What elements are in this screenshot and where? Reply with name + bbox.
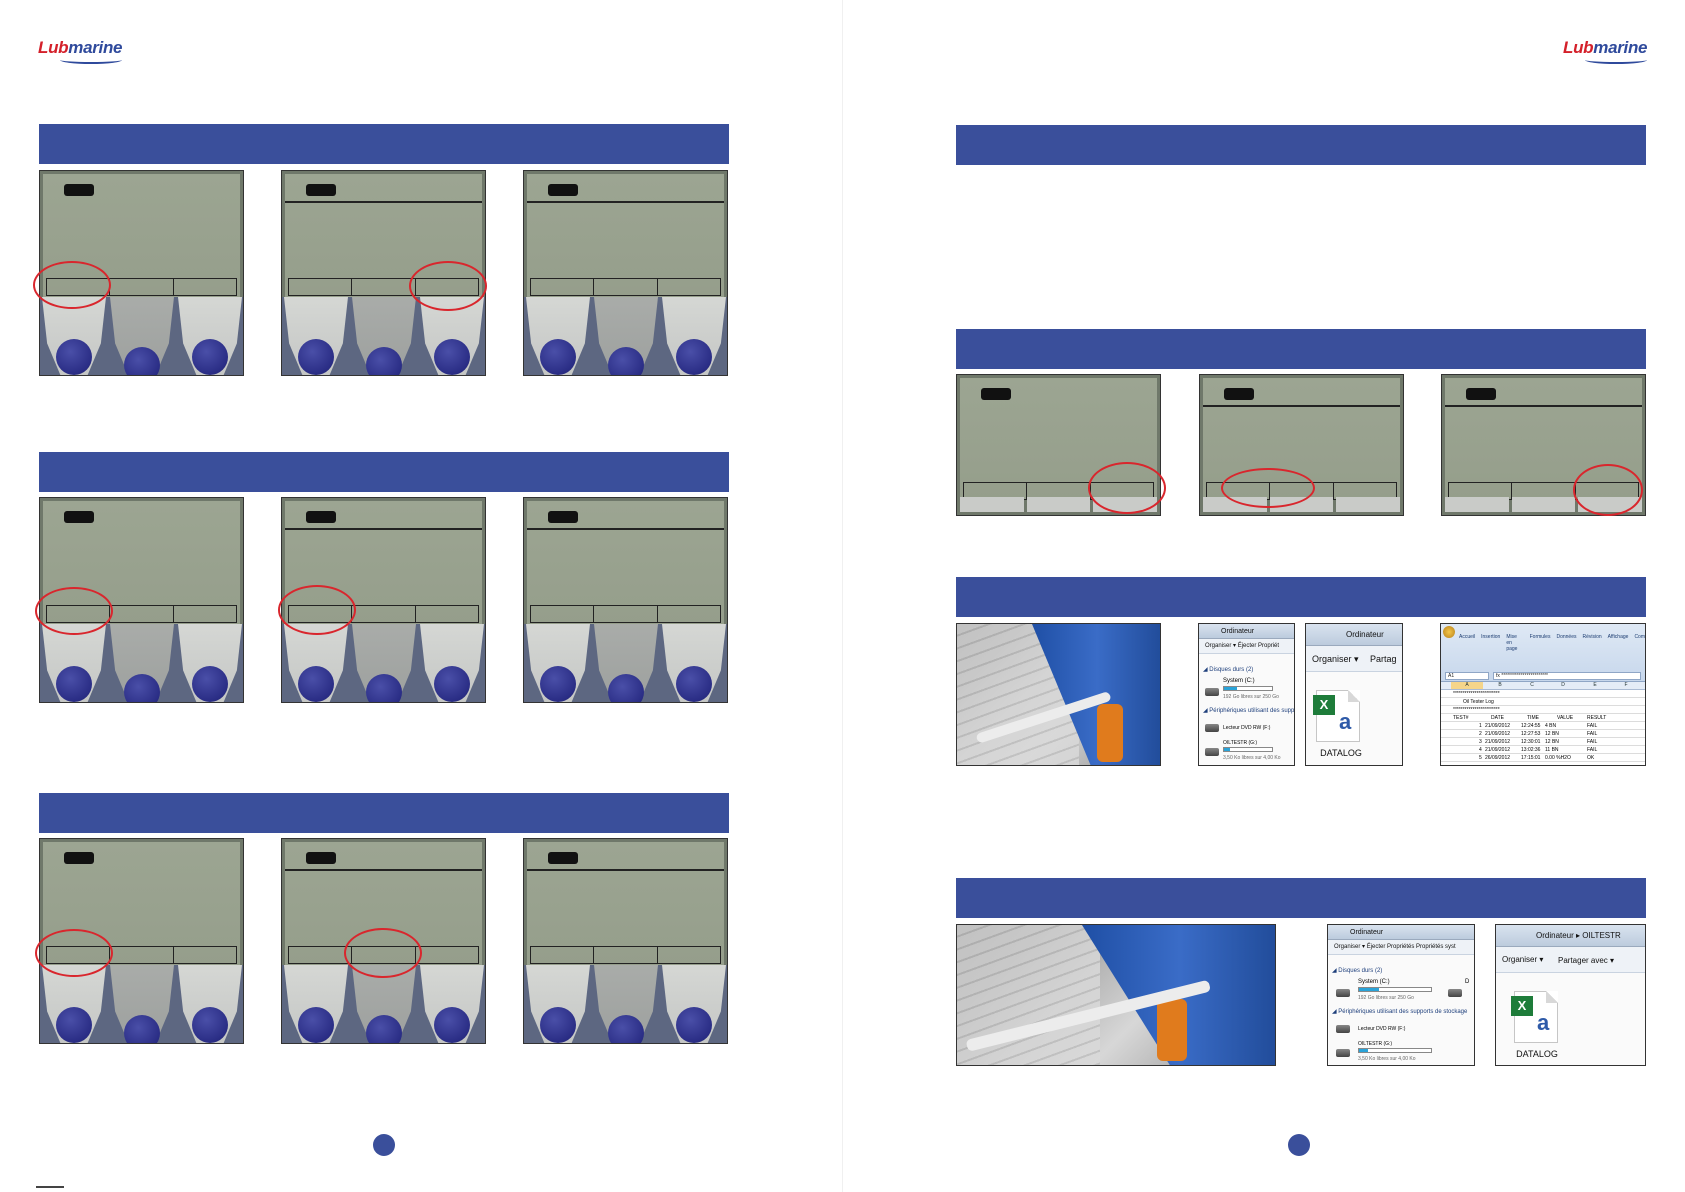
lcd-screen-1b [281,170,486,376]
left-page: Lubmarine [0,0,842,1192]
highlight-ring [1573,464,1643,516]
excel-file-icon[interactable]: X a [1511,991,1558,1043]
hard-drive-icon [1205,688,1219,696]
logo-swoosh [60,56,122,64]
explorer-window-wide: Ordinateur Organiser ▾ Éjecter Propriété… [1327,924,1475,1066]
dvd-drive-icon [1205,724,1219,732]
lcd-screen-r2a [956,374,1161,516]
second-drive-icon [1448,989,1462,997]
highlight-ring [35,587,113,635]
crop-mark [36,1186,64,1188]
usb-connection-photo [956,623,1161,766]
highlight-ring [344,928,422,978]
lcd-screen-3c [523,838,728,1044]
highlight-ring [33,261,111,309]
section-bar-r2 [956,329,1646,369]
page-spine [842,0,843,1192]
usb-connection-photo-large [956,924,1276,1066]
excel-spreadsheet: Accueil Insertion Mise en page Formules … [1440,623,1646,766]
excel-ribbon: Accueil Insertion Mise en page Formules … [1441,624,1645,682]
section-bar-r1 [956,125,1646,165]
right-page: Lubmarine Ordinateur Organiser ▾ Éjecter… [843,0,1685,1192]
sheet-grid: A B C D E F ************************ Oil… [1441,682,1645,765]
page-number-marker [1288,1134,1310,1156]
logo-swoosh [1585,56,1647,64]
excel-file-icon[interactable]: X a [1313,690,1360,742]
system-drive-gauge [1358,987,1432,992]
usb-drive-icon [1205,748,1219,756]
usb-drive-gauge [1358,1048,1432,1053]
formula-bar[interactable]: fx ************************ [1493,672,1641,680]
section-bar-3 [39,793,729,833]
section-bar-2 [39,452,729,492]
system-drive-gauge [1223,686,1273,691]
office-button-icon[interactable] [1443,626,1455,638]
lcd-screen-1c [523,170,728,376]
highlight-ring [35,929,113,977]
explorer-window-datalog-wide: Ordinateur ▸ OILTESTR Organiser ▾ Partag… [1495,924,1646,1066]
usb-drive-gauge [1223,747,1273,752]
section-bar-r4 [956,878,1646,918]
explorer-window-datalog: Ordinateur Organiser ▾ Partag X a DATALO… [1305,623,1403,766]
page-number-marker [373,1134,395,1156]
highlight-ring [278,585,356,635]
section-bar-r3 [956,577,1646,617]
highlight-ring [1221,468,1315,508]
lcd-screen-2c [523,497,728,703]
hard-drive-icon [1336,989,1350,997]
dvd-drive-icon [1336,1025,1350,1033]
highlight-ring [1088,462,1166,514]
usb-drive-icon [1336,1049,1350,1057]
highlight-ring [409,261,487,311]
explorer-window-small: Ordinateur Organiser ▾ Éjecter Propriét … [1198,623,1295,766]
lcd-screen-2b [281,497,486,703]
name-box[interactable]: A1 [1445,672,1489,680]
lubmarine-logo: Lubmarine [1563,38,1648,64]
lubmarine-logo: Lubmarine [38,38,123,64]
section-bar-1 [39,124,729,164]
